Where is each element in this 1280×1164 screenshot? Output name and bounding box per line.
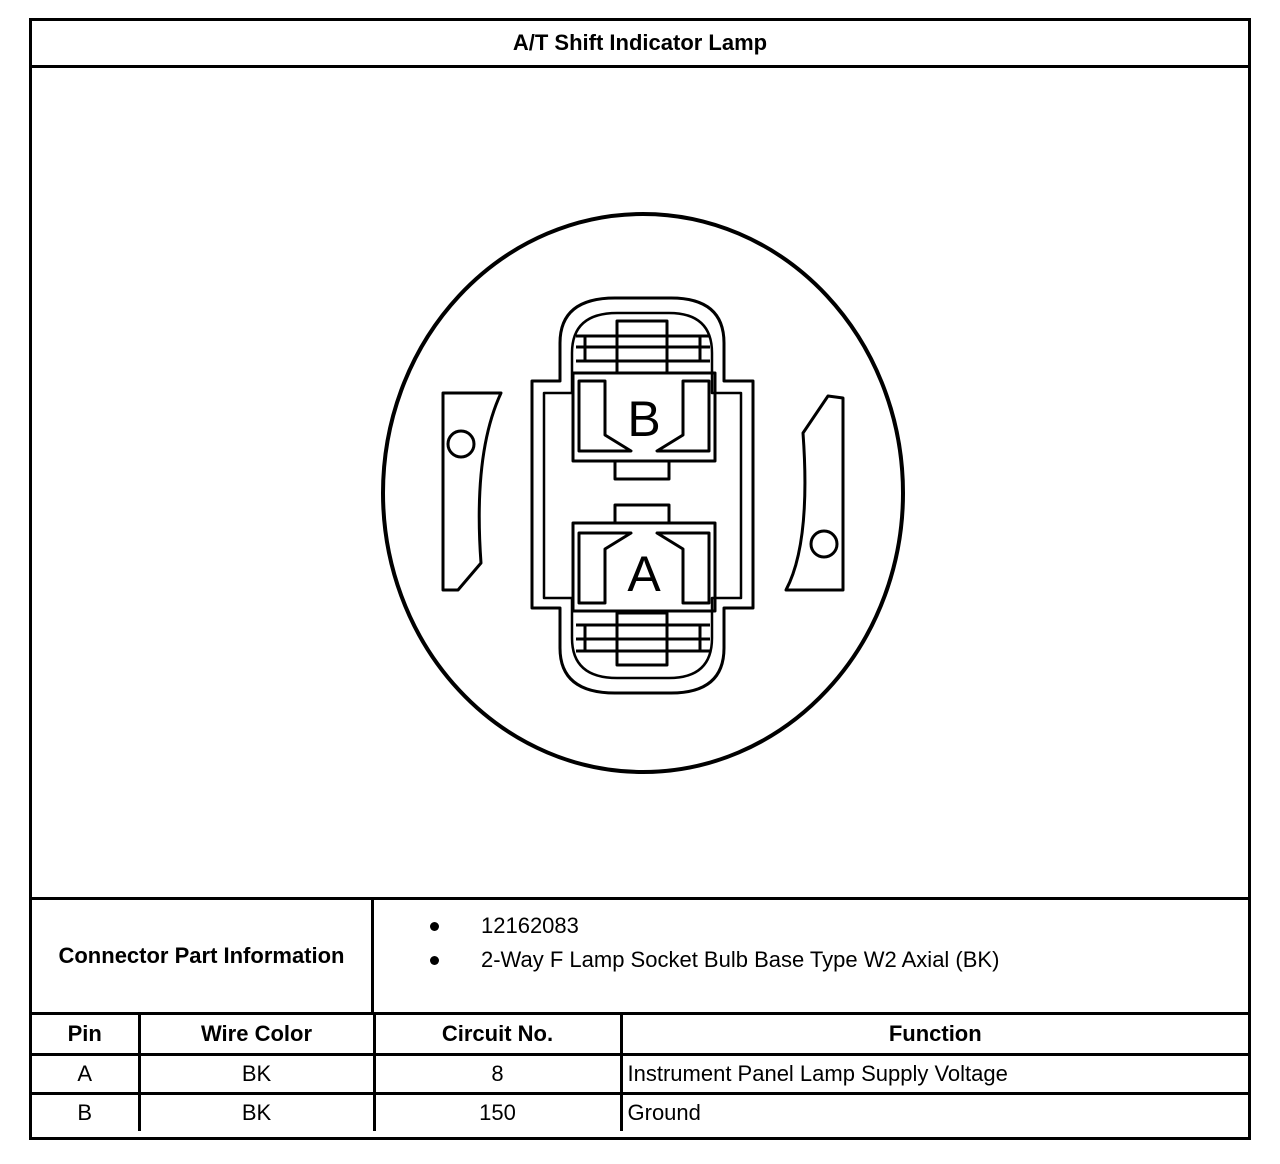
table-row: A BK 8 Instrument Panel Lamp Supply Volt… <box>32 1053 1248 1095</box>
cell-function: Ground <box>619 1092 1248 1131</box>
cell-wire-color: BK <box>137 1053 376 1095</box>
page-title: A/T Shift Indicator Lamp <box>32 21 1248 68</box>
cell-pin: A <box>32 1053 141 1095</box>
pin-label-a: A <box>627 546 661 602</box>
cell-pin: B <box>32 1092 141 1131</box>
part-info-label: Connector Part Information <box>32 900 374 1012</box>
bullet-icon <box>430 956 439 965</box>
cell-wire-color: BK <box>137 1092 376 1131</box>
header-wire-color: Wire Color <box>137 1015 376 1056</box>
header-circuit-no: Circuit No. <box>372 1015 623 1056</box>
connector-sheet: A/T Shift Indicator Lamp <box>29 18 1251 1140</box>
cell-circuit-no: 8 <box>372 1053 623 1095</box>
connector-drawing: B A <box>32 65 1248 897</box>
cell-circuit-no: 150 <box>372 1092 623 1131</box>
part-description: 2-Way F Lamp Socket Bulb Base Type W2 Ax… <box>481 947 1000 972</box>
table-row: B BK 150 Ground <box>32 1092 1248 1131</box>
left-latch-hole <box>446 429 476 459</box>
part-info-list: 12162083 2-Way F Lamp Socket Bulb Base T… <box>374 900 1248 1012</box>
connector-body <box>530 296 755 695</box>
cell-function: Instrument Panel Lamp Supply Voltage <box>619 1053 1248 1095</box>
cavity-b <box>571 319 717 481</box>
bullet-icon <box>430 922 439 931</box>
table-header-row: Pin Wire Color Circuit No. Function <box>32 1015 1248 1056</box>
socket-outline <box>381 212 905 774</box>
left-latch <box>441 391 503 592</box>
connector-part-info: Connector Part Information 12162083 2-Wa… <box>32 897 1248 1015</box>
part-number: 12162083 <box>481 913 579 938</box>
header-pin: Pin <box>32 1015 141 1056</box>
cavity-a <box>571 503 717 667</box>
pin-table: Pin Wire Color Circuit No. Function A BK… <box>32 1015 1248 1131</box>
list-item: 2-Way F Lamp Socket Bulb Base Type W2 Ax… <box>374 946 1248 980</box>
right-latch-hole <box>809 529 839 559</box>
header-function: Function <box>619 1015 1248 1056</box>
connector-face-diagram: B A <box>381 212 905 774</box>
list-item: 12162083 <box>374 912 1248 946</box>
connector-inner-shell <box>542 311 743 680</box>
pin-label-b: B <box>627 391 660 447</box>
right-latch <box>784 394 845 592</box>
